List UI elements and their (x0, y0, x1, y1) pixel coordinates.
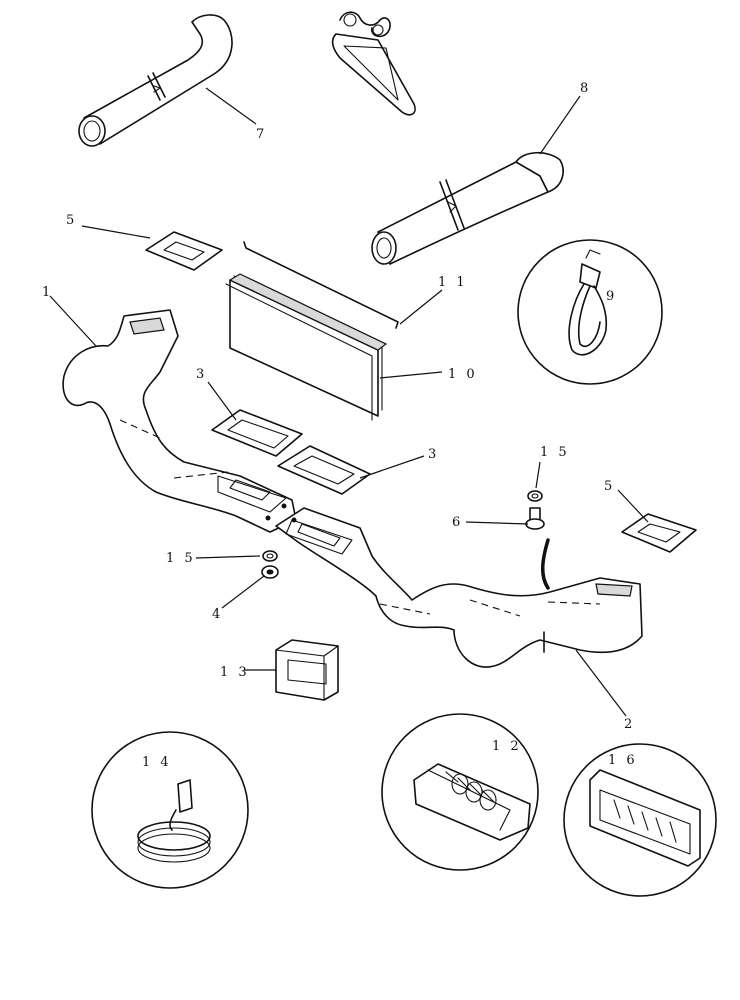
part-10-filter (225, 273, 388, 421)
part-14-detail-circle (91, 731, 249, 889)
part-13-frame (275, 639, 339, 701)
callout-1: 1 (42, 285, 53, 300)
hose-clip-part (331, 11, 416, 116)
part-11-wire (243, 241, 399, 329)
callout-11: 1 1 (438, 275, 468, 290)
part-9-detail-circle (517, 239, 663, 385)
callout-2: 2 (624, 717, 635, 732)
part-15-nut-right (527, 490, 543, 502)
callout-4: 4 (212, 607, 223, 622)
callout-13: 1 3 (220, 665, 250, 680)
part-16-detail-circle (563, 743, 717, 897)
part-3-gasket-a (211, 409, 303, 457)
callout-labels: 7 8 5 1 1 1 9 1 0 3 3 1 5 5 6 1 5 4 1 3 … (42, 81, 638, 770)
callout-10: 1 0 (448, 367, 478, 382)
callout-6: 6 (452, 515, 463, 530)
part-8-hose (371, 151, 564, 265)
callout-8: 8 (580, 81, 591, 96)
part-7-hose (78, 14, 233, 147)
part-15-nut-left (262, 550, 278, 562)
callout-12: 1 2 (492, 739, 522, 754)
part-5-gasket-right (621, 513, 697, 553)
part-1-duct (62, 309, 297, 533)
part-3-gasket-b (277, 445, 371, 495)
callout-16: 1 6 (608, 753, 638, 768)
callout-14: 1 4 (142, 755, 172, 770)
leader-lines (49, 87, 649, 717)
callout-9: 9 (606, 289, 617, 304)
callout-5: 5 (66, 213, 77, 228)
part-6-bolt (525, 507, 545, 530)
callout-5: 5 (604, 479, 615, 494)
part-4-nut (261, 565, 279, 579)
callout-15: 1 5 (166, 551, 196, 566)
callout-15: 1 5 (540, 445, 570, 460)
callout-3: 3 (196, 367, 207, 382)
part-12-detail-circle (381, 713, 539, 871)
callout-3: 3 (428, 447, 439, 462)
part-2-duct (275, 507, 643, 668)
part-5-gasket-top (145, 231, 223, 271)
callout-7: 7 (256, 127, 267, 142)
